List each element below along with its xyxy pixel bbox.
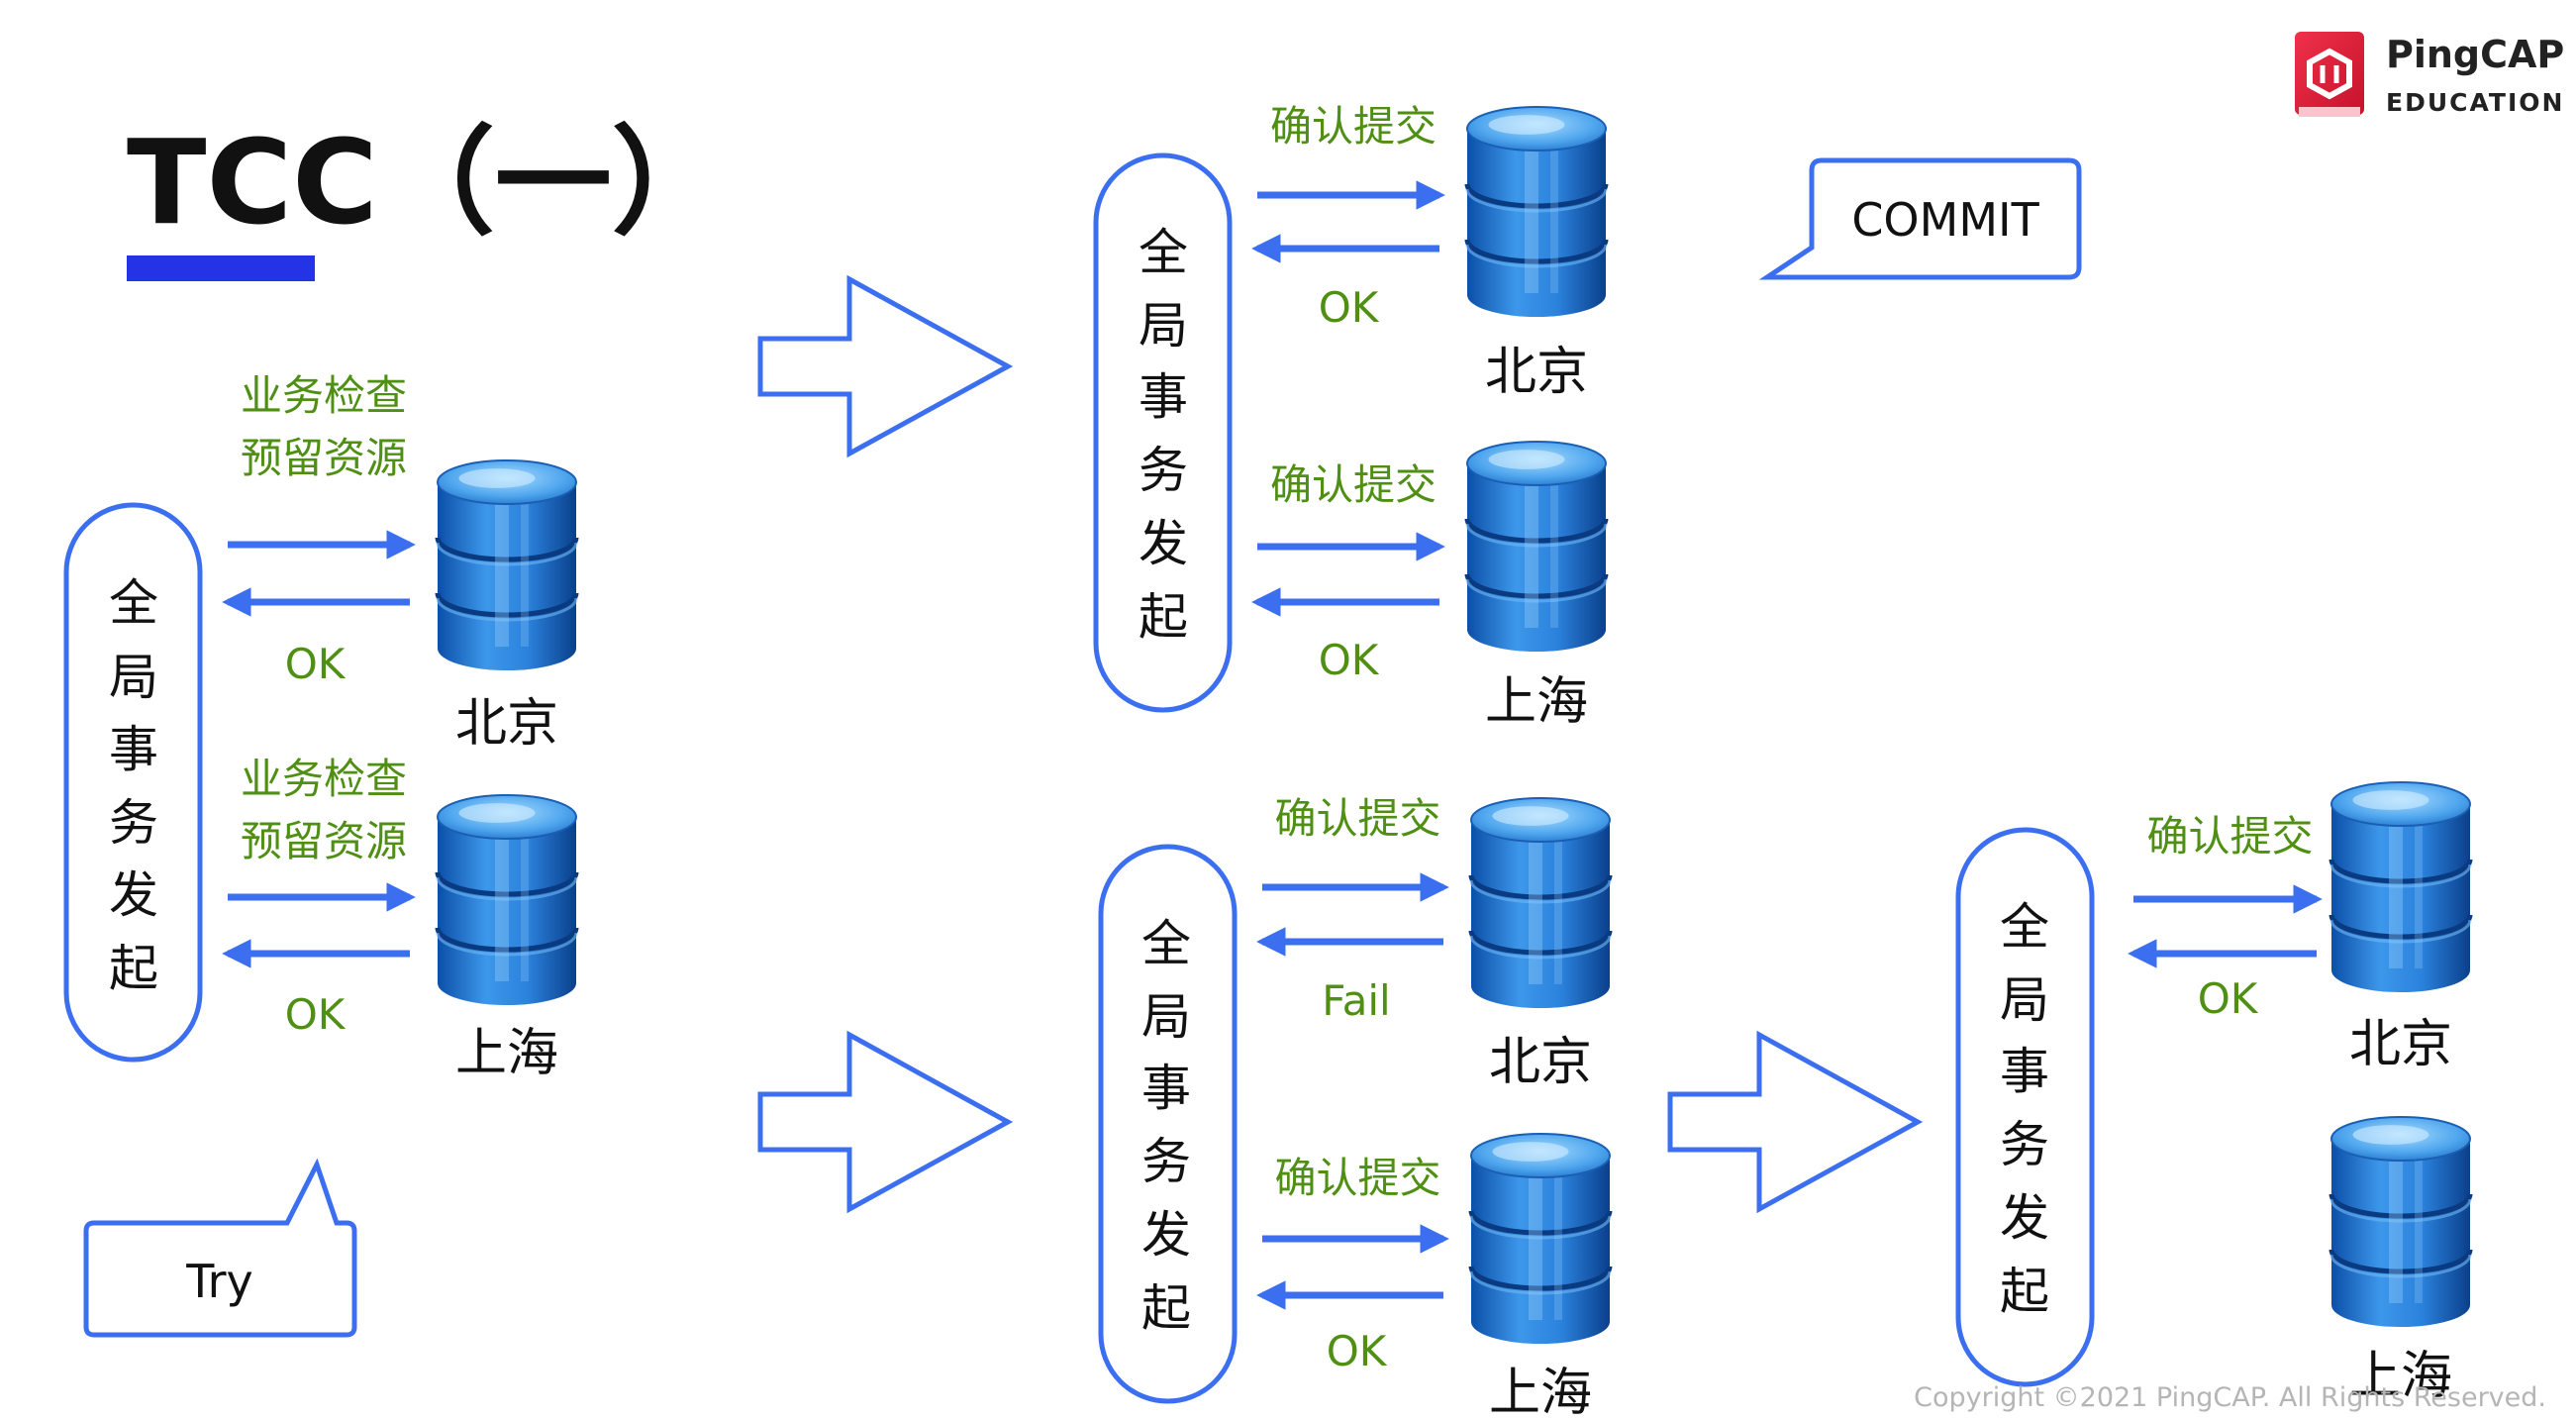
reply-label: Fail <box>1322 976 1390 1025</box>
db-node-name: 北京 <box>2349 1015 2452 1074</box>
coordinator-label-char: 全 <box>109 574 158 632</box>
request-label-line: 预留资源 <box>241 434 407 482</box>
coordinator-label-char: 局 <box>1139 297 1188 355</box>
coordinator-label-char: 起 <box>109 940 158 997</box>
commit-callout <box>1758 157 2082 280</box>
reply-label: OK <box>285 990 347 1039</box>
coordinator-label-char: 局 <box>109 649 158 706</box>
coordinator-label-char: 务 <box>2000 1116 2049 1173</box>
commit-callout-label: COMMIT <box>1851 193 2039 247</box>
request-label-line: 确认提交 <box>1270 460 1437 509</box>
coordinator-label-char: 务 <box>109 794 158 852</box>
coordinator-label-char: 事 <box>1139 368 1188 426</box>
request-label: 确认提交 <box>1274 1154 1440 1202</box>
try-callout-label: Try <box>185 1255 252 1308</box>
db-node-name: 上海 <box>1489 1364 1592 1420</box>
coordinator-label-char: 全 <box>1141 915 1191 972</box>
database-cylinder-icon <box>2328 781 2473 992</box>
coordinator-label-char: 局 <box>2000 971 2049 1029</box>
request-label-line: 业务检查 <box>241 371 407 420</box>
request-label-line: 业务检查 <box>241 755 407 803</box>
reply-label: OK <box>1319 283 1380 332</box>
request-label: 确认提交 <box>1270 460 1437 509</box>
coordinator-label-char: 起 <box>1141 1279 1191 1337</box>
brand-subtitle: EDUCATION <box>2386 88 2564 117</box>
coordinator-label-char: 发 <box>2000 1189 2049 1247</box>
reply-label: OK <box>2198 974 2259 1023</box>
try-callout <box>83 1158 357 1338</box>
db-node-name: 上海 <box>455 1024 558 1083</box>
title-underline <box>127 255 315 281</box>
big-right-arrow-icon <box>1667 1030 1924 1214</box>
db-node-name: 北京 <box>1489 1033 1592 1092</box>
coordinator-label-char: 事 <box>109 721 158 778</box>
big-right-arrow-icon <box>757 274 1014 458</box>
big-right-arrow-icon <box>757 1030 1014 1214</box>
request-label-line: 预留资源 <box>241 817 407 865</box>
coordinator-label-char: 发 <box>109 866 158 924</box>
database-cylinder-icon <box>435 459 579 670</box>
database-cylinder-icon <box>2328 1116 2473 1327</box>
coordinator-pill <box>1093 152 1233 713</box>
page-title: TCC（一） <box>127 114 729 251</box>
coordinator-label-char: 全 <box>1139 224 1188 281</box>
reply-label: OK <box>1319 636 1380 684</box>
copyright-notice: Copyright ©2021 PingCAP. All Rights Rese… <box>1914 1382 2546 1413</box>
request-label-line: 确认提交 <box>1274 794 1440 843</box>
database-cylinder-icon <box>1468 797 1613 1008</box>
request-label-line: 确认提交 <box>1274 1154 1440 1202</box>
request-label-line: 确认提交 <box>1270 102 1437 151</box>
coordinator-label-char: 局 <box>1141 988 1191 1046</box>
coordinator-pill <box>1098 844 1238 1404</box>
reply-label: OK <box>285 640 347 688</box>
request-label-line: 确认提交 <box>2146 812 2313 861</box>
database-cylinder-icon <box>1464 441 1609 652</box>
coordinator-label-char: 事 <box>2000 1043 2049 1100</box>
reply-label: OK <box>1327 1327 1388 1375</box>
coordinator-pill <box>63 502 203 1063</box>
pingcap-logo-icon <box>2295 32 2364 117</box>
db-node-name: 北京 <box>1485 343 1588 402</box>
brand-name: PingCAP <box>2386 33 2564 76</box>
coordinator-label-char: 全 <box>2000 898 2049 956</box>
database-cylinder-icon <box>435 794 579 1005</box>
request-label: 确认提交 <box>1270 102 1437 151</box>
request-label: 确认提交 <box>2146 812 2313 861</box>
database-cylinder-icon <box>1464 106 1609 317</box>
db-node-name: 北京 <box>455 694 558 754</box>
coordinator-label-char: 务 <box>1141 1133 1191 1190</box>
db-node-name: 上海 <box>1485 672 1588 732</box>
coordinator-label-char: 事 <box>1141 1060 1191 1117</box>
db-node-name: 上海 <box>2349 1347 2452 1406</box>
coordinator-label-char: 发 <box>1141 1206 1191 1264</box>
coordinator-pill <box>1955 827 2095 1387</box>
database-cylinder-icon <box>1468 1133 1613 1344</box>
request-label: 确认提交 <box>1274 794 1440 843</box>
coordinator-label-char: 起 <box>2000 1263 2049 1320</box>
coordinator-label-char: 发 <box>1139 515 1188 572</box>
coordinator-label-char: 起 <box>1139 588 1188 646</box>
coordinator-label-char: 务 <box>1139 442 1188 499</box>
